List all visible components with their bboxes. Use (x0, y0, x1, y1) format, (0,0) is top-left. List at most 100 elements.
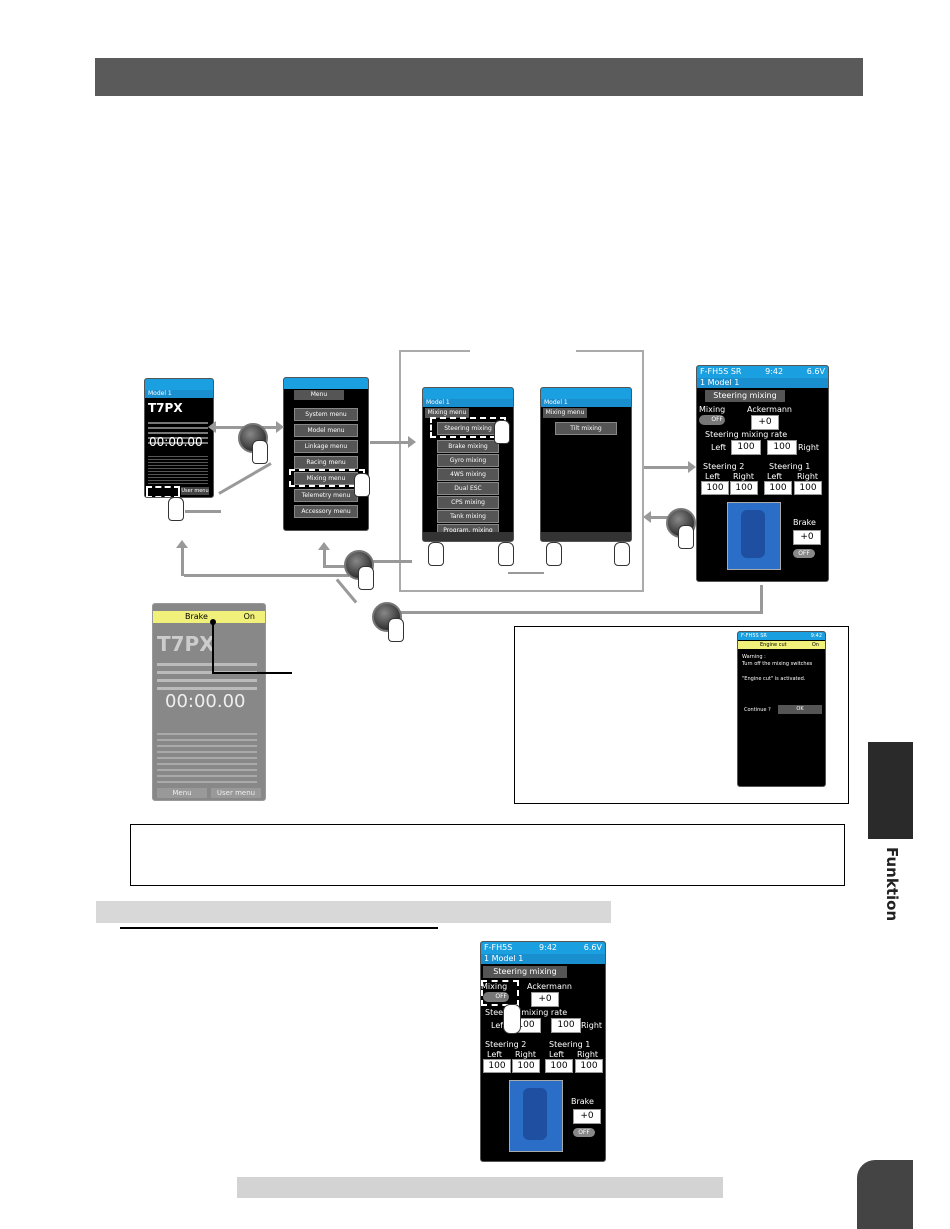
note-box (130, 824, 845, 886)
status-bar (145, 379, 213, 390)
s1-left-label: Left (549, 1050, 565, 1059)
info-list (157, 729, 257, 783)
model-menu-button[interactable]: Model menu (294, 424, 358, 437)
system-menu-button[interactable]: System menu (294, 408, 358, 421)
arrow-mixing-steering (644, 466, 690, 469)
warning-note-box (514, 626, 849, 804)
mixing-menu-button[interactable]: Mixing menu (294, 472, 358, 485)
accessory-menu-button[interactable]: Accessory menu (294, 505, 358, 518)
steering1-label: Steering 1 (549, 1040, 591, 1049)
return-to-menu (323, 550, 326, 566)
linkage-menu-button[interactable]: Linkage menu (294, 440, 358, 453)
status-bar: F-FH5S SR 9:42 (738, 632, 825, 640)
model-bar: 1 Model 1 (697, 378, 828, 388)
return-from-mixing (372, 560, 412, 563)
s2-left-value[interactable]: 100 (701, 481, 729, 495)
telemetry-menu-button[interactable]: Telemetry menu (294, 489, 358, 502)
steering2-label: Steering 2 (703, 462, 745, 471)
hand-pointer-icon (252, 440, 268, 464)
menu-tap-target[interactable] (146, 486, 180, 497)
model-bar: Model 1 (145, 390, 213, 398)
s2-right-value[interactable]: 100 (730, 481, 758, 495)
status-left: F-FH5S SR (700, 367, 742, 376)
hand-pointer-icon (428, 542, 444, 566)
rate-right-value[interactable]: 100 (767, 440, 797, 455)
hand-pointer-icon (546, 542, 562, 566)
bracket-gap (470, 347, 576, 353)
mixing-label: Mixing (699, 405, 726, 414)
arrow-head (176, 540, 188, 548)
arrow-home-to-menu-lower (185, 510, 221, 513)
back-button-knob[interactable] (344, 550, 374, 580)
menu-button[interactable]: Menu (157, 788, 207, 798)
hand-pointer-icon (678, 525, 694, 549)
brake-banner-value: On (243, 612, 255, 621)
warning-engine-cut-text: "Engine cut" is activated. (742, 676, 806, 682)
hand-pointer-icon (358, 566, 374, 590)
rate-right-label: Right (798, 443, 820, 452)
status-time: 9:42 (765, 367, 784, 376)
car-body (741, 510, 765, 558)
gyro-mixing-button[interactable]: Gyro mixing (437, 454, 499, 467)
brand-logo: T7PX (157, 632, 215, 656)
brake-label: Brake (793, 518, 816, 527)
side-tab-dark (868, 742, 913, 839)
return-from-steering-h (400, 611, 763, 614)
page-nav-bar (423, 532, 513, 541)
ok-button[interactable]: OK (778, 705, 822, 714)
racing-menu-button[interactable]: Racing menu (294, 456, 358, 469)
model-bar: Model 1 (541, 399, 631, 407)
dual-esc-button[interactable]: Dual ESC (437, 482, 499, 495)
mixing-toggle[interactable]: OFF (483, 992, 509, 1002)
page-nav-bar (541, 532, 631, 541)
brake-mixing-button[interactable]: Brake mixing (437, 440, 499, 453)
status-time: 9:42 (810, 633, 822, 639)
s1-right-value[interactable]: 100 (575, 1059, 603, 1073)
hand-pointer-icon (614, 542, 630, 566)
screen-menu: Menu System menu Model menu Linkage menu… (283, 377, 369, 531)
brake-switch[interactable]: OFF (793, 549, 815, 558)
brake-value[interactable]: +0 (793, 530, 821, 545)
s2-left-value[interactable]: 100 (483, 1059, 511, 1073)
cps-mixing-button[interactable]: CPS mixing (437, 496, 499, 509)
side-tab-label: Funktion (883, 847, 901, 922)
return-curve (335, 578, 358, 604)
engine-cut-label: Engine cut (760, 642, 787, 648)
mixing-toggle[interactable]: OFF (699, 415, 725, 425)
rate-right-value[interactable]: 100 (551, 1018, 581, 1033)
s2-right-value[interactable]: 100 (512, 1059, 540, 1073)
screen-home-brake-on: Brake On T7PX 00:00.00 Menu User menu (152, 603, 266, 801)
s1-left-value[interactable]: 100 (764, 481, 792, 495)
tank-mixing-button[interactable]: Tank mixing (437, 510, 499, 523)
ackermann-value[interactable]: +0 (751, 415, 779, 430)
arrow-head (408, 436, 416, 448)
car-body (523, 1088, 547, 1140)
screen-title: Steering mixing (483, 966, 567, 978)
arrow-head (688, 461, 696, 473)
user-menu-button[interactable]: User menu (211, 788, 261, 798)
callout-line-v (212, 622, 214, 674)
s1-right-value[interactable]: 100 (794, 481, 822, 495)
subsection-rule (120, 927, 438, 929)
hand-pointer-icon (388, 618, 404, 642)
s1-right-label: Right (577, 1050, 599, 1059)
mixing-toggle-tap (481, 980, 519, 1006)
return-from-steering (760, 585, 763, 613)
status-time: 9:42 (539, 943, 558, 952)
screen-steering-mixing-bottom: F-FH5S 9:42 6.6V 1 Model 1 Steering mixi… (480, 941, 606, 1162)
user-menu-button[interactable]: User menu (181, 487, 209, 495)
rate-left-label: Left (711, 443, 727, 452)
rate-left-value[interactable]: 100 (731, 440, 761, 455)
brake-switch[interactable]: OFF (573, 1128, 595, 1137)
engine-cut-banner: Engine cut On (738, 641, 825, 649)
ackermann-value[interactable]: +0 (531, 992, 559, 1007)
status-bar (423, 388, 513, 399)
arrow-diag (218, 462, 272, 495)
status-bar (541, 388, 631, 399)
s1-left-value[interactable]: 100 (545, 1059, 573, 1073)
brake-value[interactable]: +0 (573, 1109, 601, 1124)
tilt-mixing-button[interactable]: Tilt mixing (555, 422, 617, 435)
s2-left-label: Left (705, 472, 721, 481)
4ws-mixing-button[interactable]: 4WS mixing (437, 468, 499, 481)
steering-mixing-button[interactable]: Steering mixing (437, 422, 499, 435)
